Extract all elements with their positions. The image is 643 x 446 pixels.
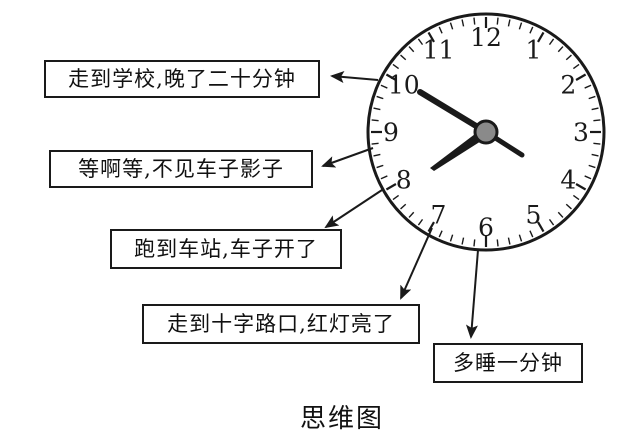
diagram-caption: 思维图 — [299, 404, 384, 434]
tick-mark — [565, 203, 572, 210]
node-late-to-school: 走到学校,晚了二十分钟 — [44, 60, 320, 98]
arrow-to-box-5 — [465, 249, 479, 339]
tick-mark — [584, 84, 592, 89]
hour-hand — [417, 89, 489, 135]
tick-mark — [588, 95, 596, 100]
tick-mark — [392, 194, 400, 201]
tick-mark — [548, 218, 555, 226]
tick-mark — [461, 19, 465, 27]
arrow-to-box-2 — [321, 147, 374, 168]
tick-mark — [473, 17, 476, 25]
minute-hand — [430, 128, 489, 171]
tick-mark — [575, 73, 587, 81]
tick-mark — [427, 221, 435, 233]
arrow-to-box-3 — [324, 189, 383, 229]
tick-mark — [557, 46, 564, 53]
tick-mark — [408, 46, 415, 53]
tick-mark — [496, 239, 499, 247]
tick-mark — [572, 63, 580, 70]
tick-mark — [518, 234, 523, 242]
tick-mark — [380, 84, 388, 89]
clock-number: 12 — [470, 23, 502, 52]
tick-mark — [438, 230, 443, 238]
tick-mark — [373, 153, 381, 157]
tick-mark — [417, 38, 424, 46]
tick-mark — [461, 237, 465, 245]
tick-mark — [584, 175, 592, 180]
clock-number: 11 — [423, 36, 455, 65]
tick-mark — [529, 230, 534, 238]
tick-mark — [449, 22, 454, 30]
tick-mark — [385, 73, 397, 81]
tick-mark — [507, 19, 511, 27]
tick-mark — [565, 54, 572, 61]
tick-mark — [371, 142, 379, 145]
tick-mark — [572, 194, 580, 201]
clock-number: 5 — [526, 200, 542, 229]
clock-number: 2 — [560, 71, 576, 100]
tick-mark — [529, 26, 534, 34]
tick-mark — [591, 153, 599, 157]
node-sleep-one-minute: 多睡一分钟 — [433, 343, 583, 383]
node-red-light: 走到十字路口,红灯亮了 — [142, 304, 420, 344]
tick-mark — [376, 95, 384, 100]
tick-mark — [507, 237, 511, 245]
clock-number: 9 — [383, 118, 399, 147]
clock-number: 6 — [478, 213, 494, 242]
tick-mark — [588, 164, 596, 169]
arrow-to-box-4 — [400, 227, 433, 300]
clock-ticks — [371, 17, 601, 247]
node-bus-left: 跑到车站,车子开了 — [110, 229, 342, 269]
node-waiting-no-bus: 等啊等,不见车子影子 — [49, 150, 313, 188]
tick-mark — [438, 26, 443, 34]
clock-number: 8 — [396, 166, 412, 195]
clock-number: 4 — [560, 166, 576, 195]
clock-number: 3 — [573, 118, 589, 147]
tick-mark — [392, 63, 400, 70]
tick-mark — [593, 142, 601, 145]
tick-mark — [575, 183, 587, 191]
clock-hub — [473, 119, 499, 145]
tick-mark — [557, 211, 564, 218]
tick-mark — [380, 175, 388, 180]
tick-mark — [473, 239, 476, 247]
tick-mark — [371, 119, 379, 122]
tick-mark — [518, 22, 523, 30]
tick-mark — [593, 119, 601, 122]
tick-mark — [400, 203, 407, 210]
tick-mark — [373, 107, 381, 111]
tick-mark — [408, 211, 415, 218]
tick-mark — [385, 183, 397, 191]
clock-number: 7 — [431, 200, 447, 229]
arrow-to-box-1 — [330, 71, 379, 84]
tick-mark — [449, 234, 454, 242]
tick-mark — [400, 54, 407, 61]
tick-mark — [427, 31, 435, 43]
tick-mark — [496, 17, 499, 25]
tick-mark — [537, 31, 545, 43]
tick-mark — [591, 107, 599, 111]
tick-mark — [417, 218, 424, 226]
tick-mark — [376, 164, 384, 169]
tick-mark — [548, 38, 555, 46]
clock-number: 10 — [388, 71, 420, 100]
tick-mark — [537, 221, 545, 233]
clock-number: 1 — [526, 36, 542, 65]
